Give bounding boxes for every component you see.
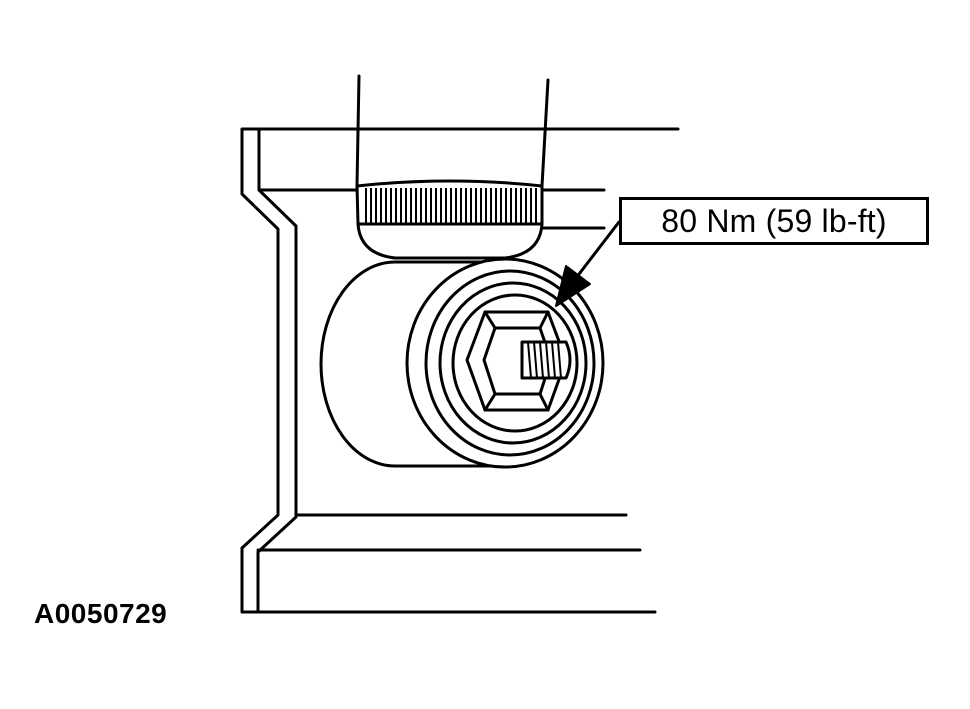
knurled-socket <box>355 179 544 260</box>
hex-nut <box>465 310 568 412</box>
thread-line <box>545 341 550 379</box>
thread-line <box>527 341 532 379</box>
figure-id: A0050729 <box>34 598 168 629</box>
torque-specification: 80 Nm (59 lb-ft) <box>661 202 887 239</box>
thread-line <box>551 341 556 379</box>
bracket-frame <box>240 127 680 614</box>
thread-line <box>557 341 562 379</box>
stud-threads <box>527 341 562 379</box>
tool-shaft <box>355 74 550 188</box>
torque-callout-box: 80 Nm (59 lb-ft) <box>619 197 929 245</box>
thread-line <box>533 341 538 379</box>
callout-leader <box>555 220 621 307</box>
knurl-lines <box>365 188 537 223</box>
threaded-stud <box>520 340 572 380</box>
thread-line <box>539 341 544 379</box>
